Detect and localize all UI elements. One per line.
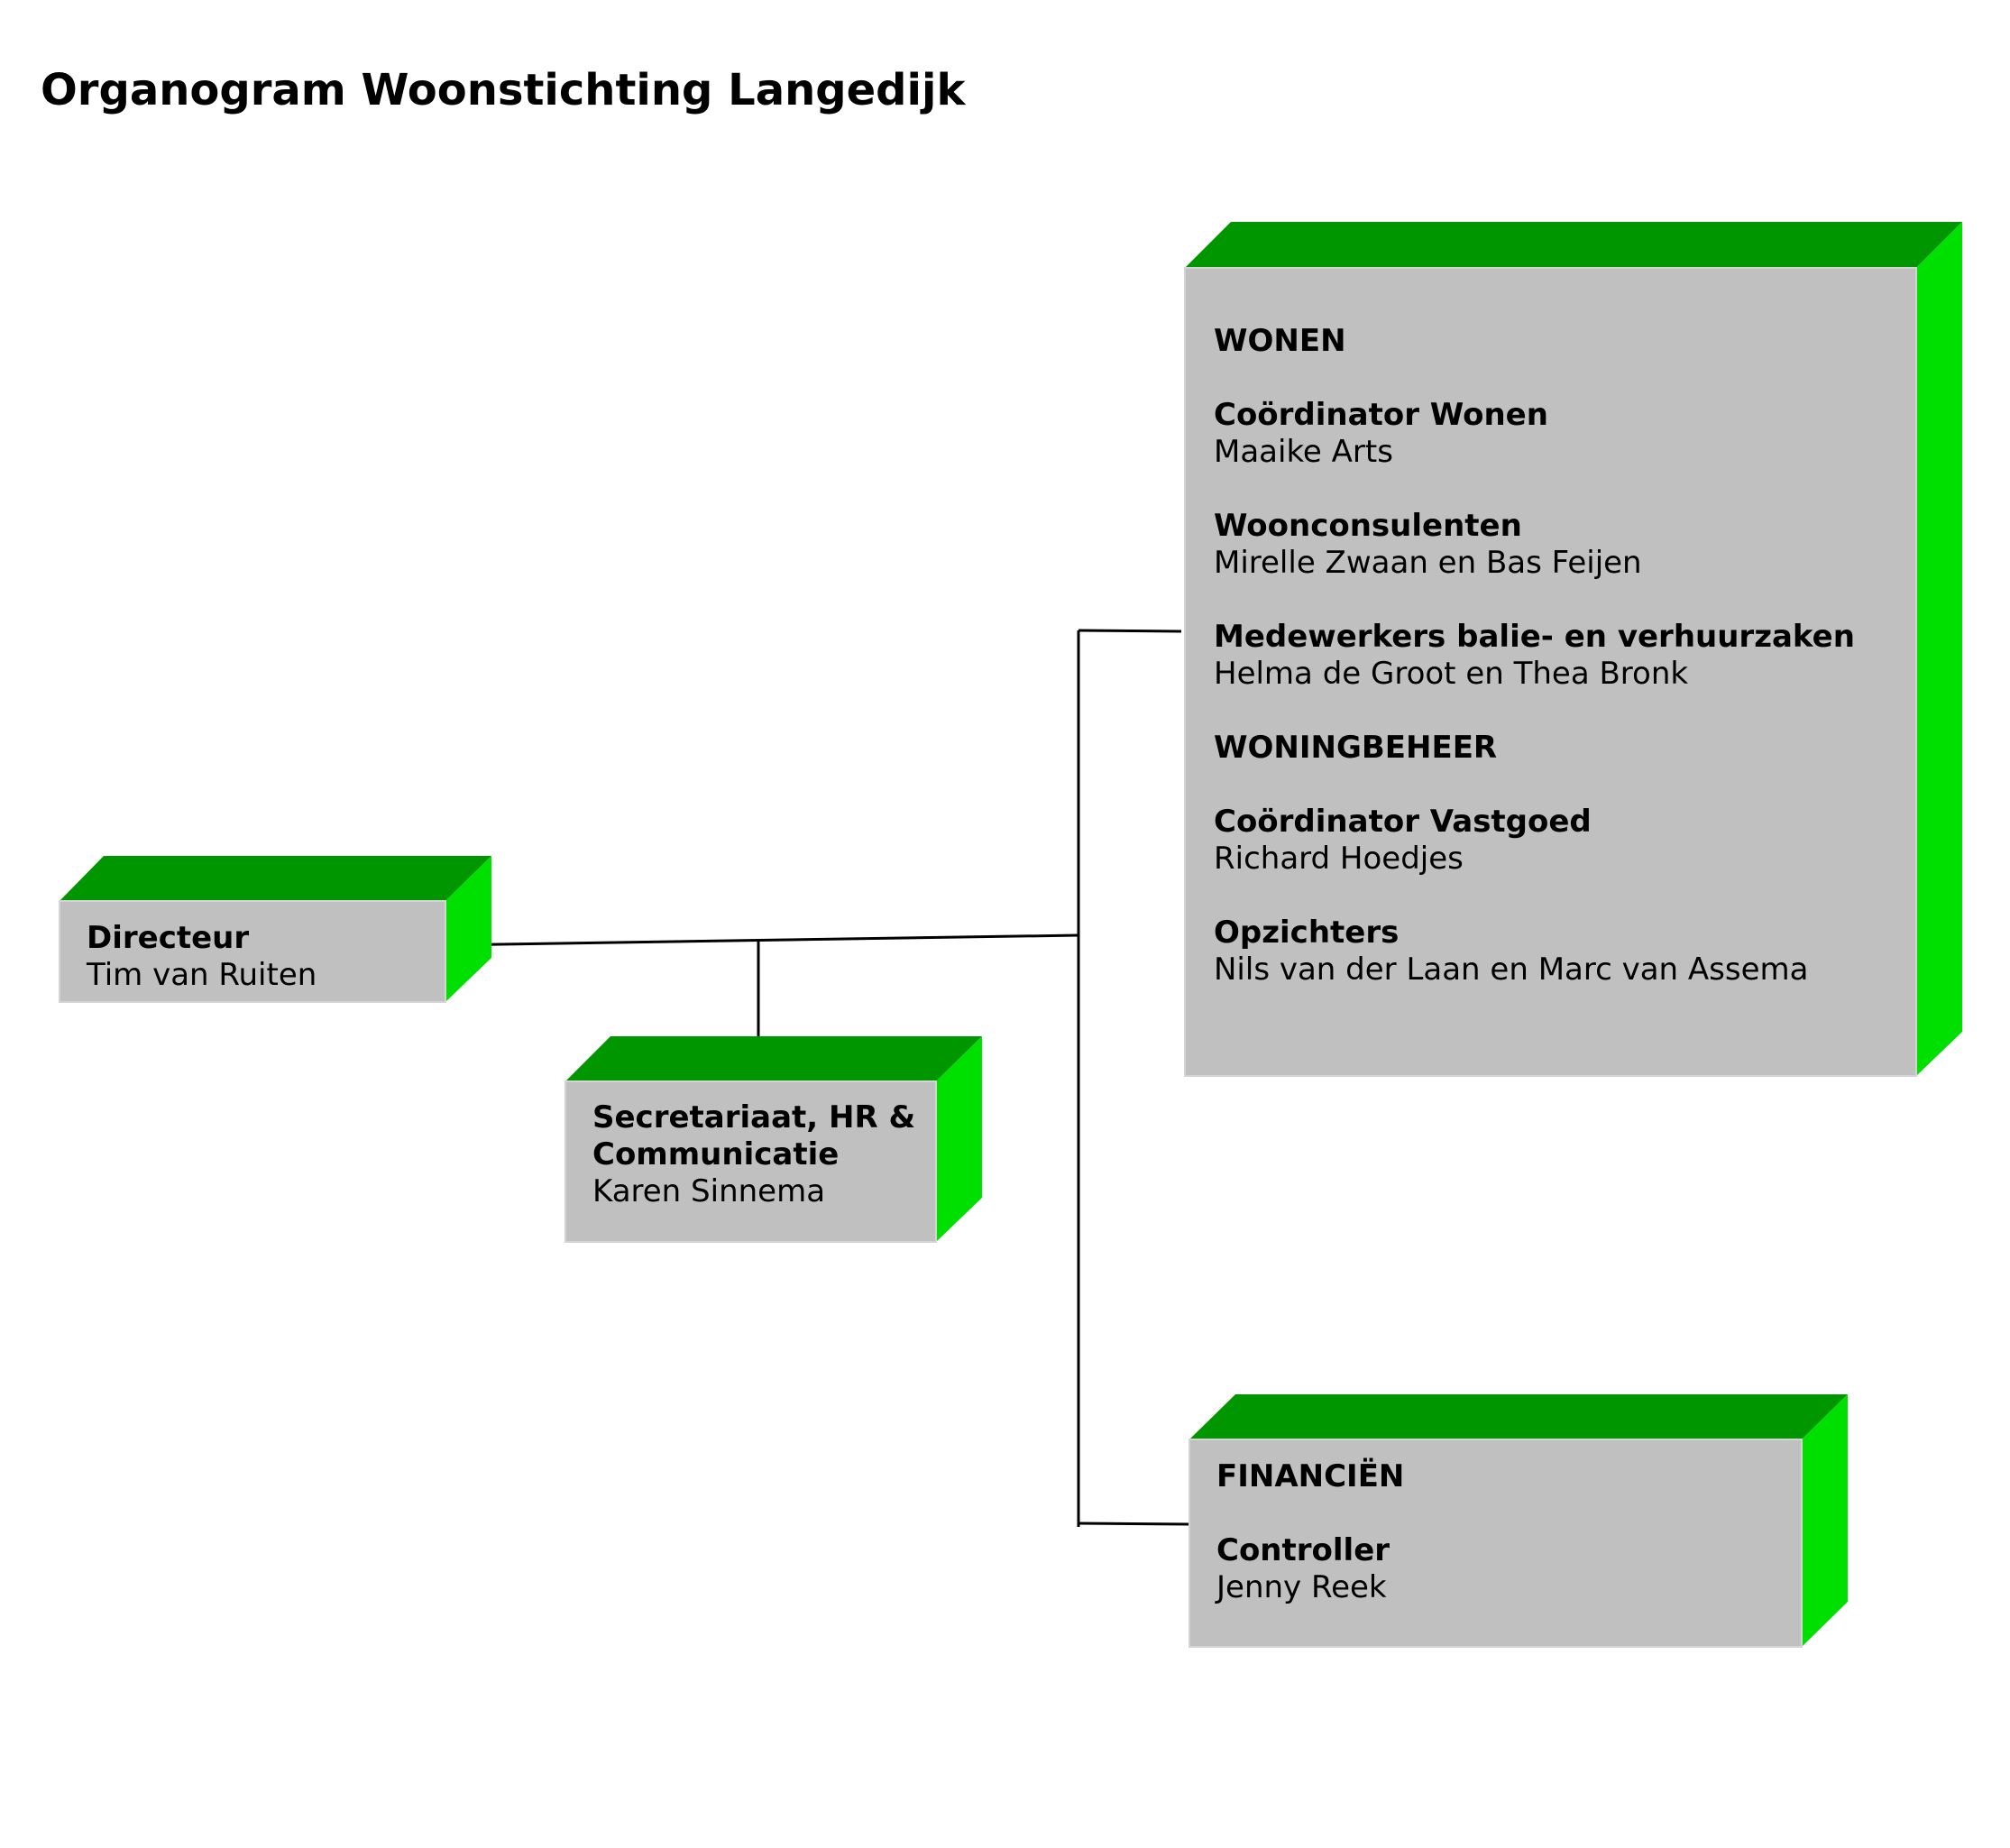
secretariaat-role: Secretariaat, HR & Communicatie — [592, 1099, 916, 1172]
wonen-text: WONEN Coördinator Wonen Maaike Arts Woon… — [1214, 323, 1855, 988]
financien-heading: FINANCIËN — [1216, 1458, 1405, 1494]
controller-name: Jenny Reek — [1216, 1569, 1387, 1605]
directeur-name: Tim van Ruiten — [87, 957, 317, 993]
directeur-role: Directeur — [87, 920, 250, 956]
box-secretariaat-face — [564, 1080, 937, 1243]
secretariaat-name: Karen Sinnema — [592, 1173, 826, 1209]
connector-lines — [441, 629, 1189, 1527]
page-title: Organogram Woonstichting Langedijk — [41, 65, 966, 115]
woningbeheer-heading: WONINGBEHEER — [1214, 730, 1498, 766]
box-financien-top — [1189, 1394, 1848, 1439]
box-directeur-top — [60, 856, 491, 901]
box-wonen-top — [1185, 222, 1962, 268]
box-wonen-face — [1184, 267, 1917, 1077]
box-financien — [1189, 1394, 1848, 1648]
box-secretariaat — [564, 1036, 982, 1243]
connector-financien — [1078, 1522, 1189, 1526]
box-secretariaat-top — [565, 1036, 982, 1081]
coordinator-vastgoed-name: Richard Hoedjes — [1214, 841, 1464, 877]
box-secretariaat-side — [936, 1036, 982, 1242]
connector-wonen — [1078, 629, 1182, 633]
coordinator-vastgoed-role: Coördinator Vastgoed — [1214, 804, 1592, 840]
financien-text: FINANCIËN Controller Jenny Reek — [1216, 1458, 1404, 1606]
box-financien-side — [1802, 1394, 1848, 1647]
woonconsulenten-role: Woonconsulenten — [1214, 508, 1522, 544]
box-financien-face — [1189, 1439, 1803, 1648]
woonconsulenten-names: Mirelle Zwaan en Bas Feijen — [1214, 545, 1642, 581]
box-wonen-side — [1916, 222, 1962, 1076]
box-wonen — [1184, 222, 1962, 1077]
opzichters-role: Opzichters — [1214, 915, 1400, 951]
wonen-heading: WONEN — [1214, 323, 1346, 359]
box-directeur-side — [445, 856, 491, 1002]
box-directeur — [59, 856, 491, 1003]
opzichters-names: Nils van der Laan en Marc van Assema — [1214, 952, 1809, 988]
connector-directeur-trunk — [441, 933, 1079, 947]
wonen-coordinator-name: Maaike Arts — [1214, 434, 1393, 470]
medewerkers-balie-names: Helma de Groot en Thea Bronk — [1214, 656, 1689, 692]
secretariaat-text: Secretariaat, HR & Communicatie Karen Si… — [592, 1099, 926, 1210]
directeur-text: Directeur Tim van Ruiten — [87, 920, 317, 994]
box-directeur-face — [59, 900, 446, 1003]
wonen-coordinator-role: Coördinator Wonen — [1214, 397, 1548, 433]
controller-role: Controller — [1216, 1532, 1390, 1568]
medewerkers-balie-role: Medewerkers balie- en verhuurzaken — [1214, 619, 1855, 655]
